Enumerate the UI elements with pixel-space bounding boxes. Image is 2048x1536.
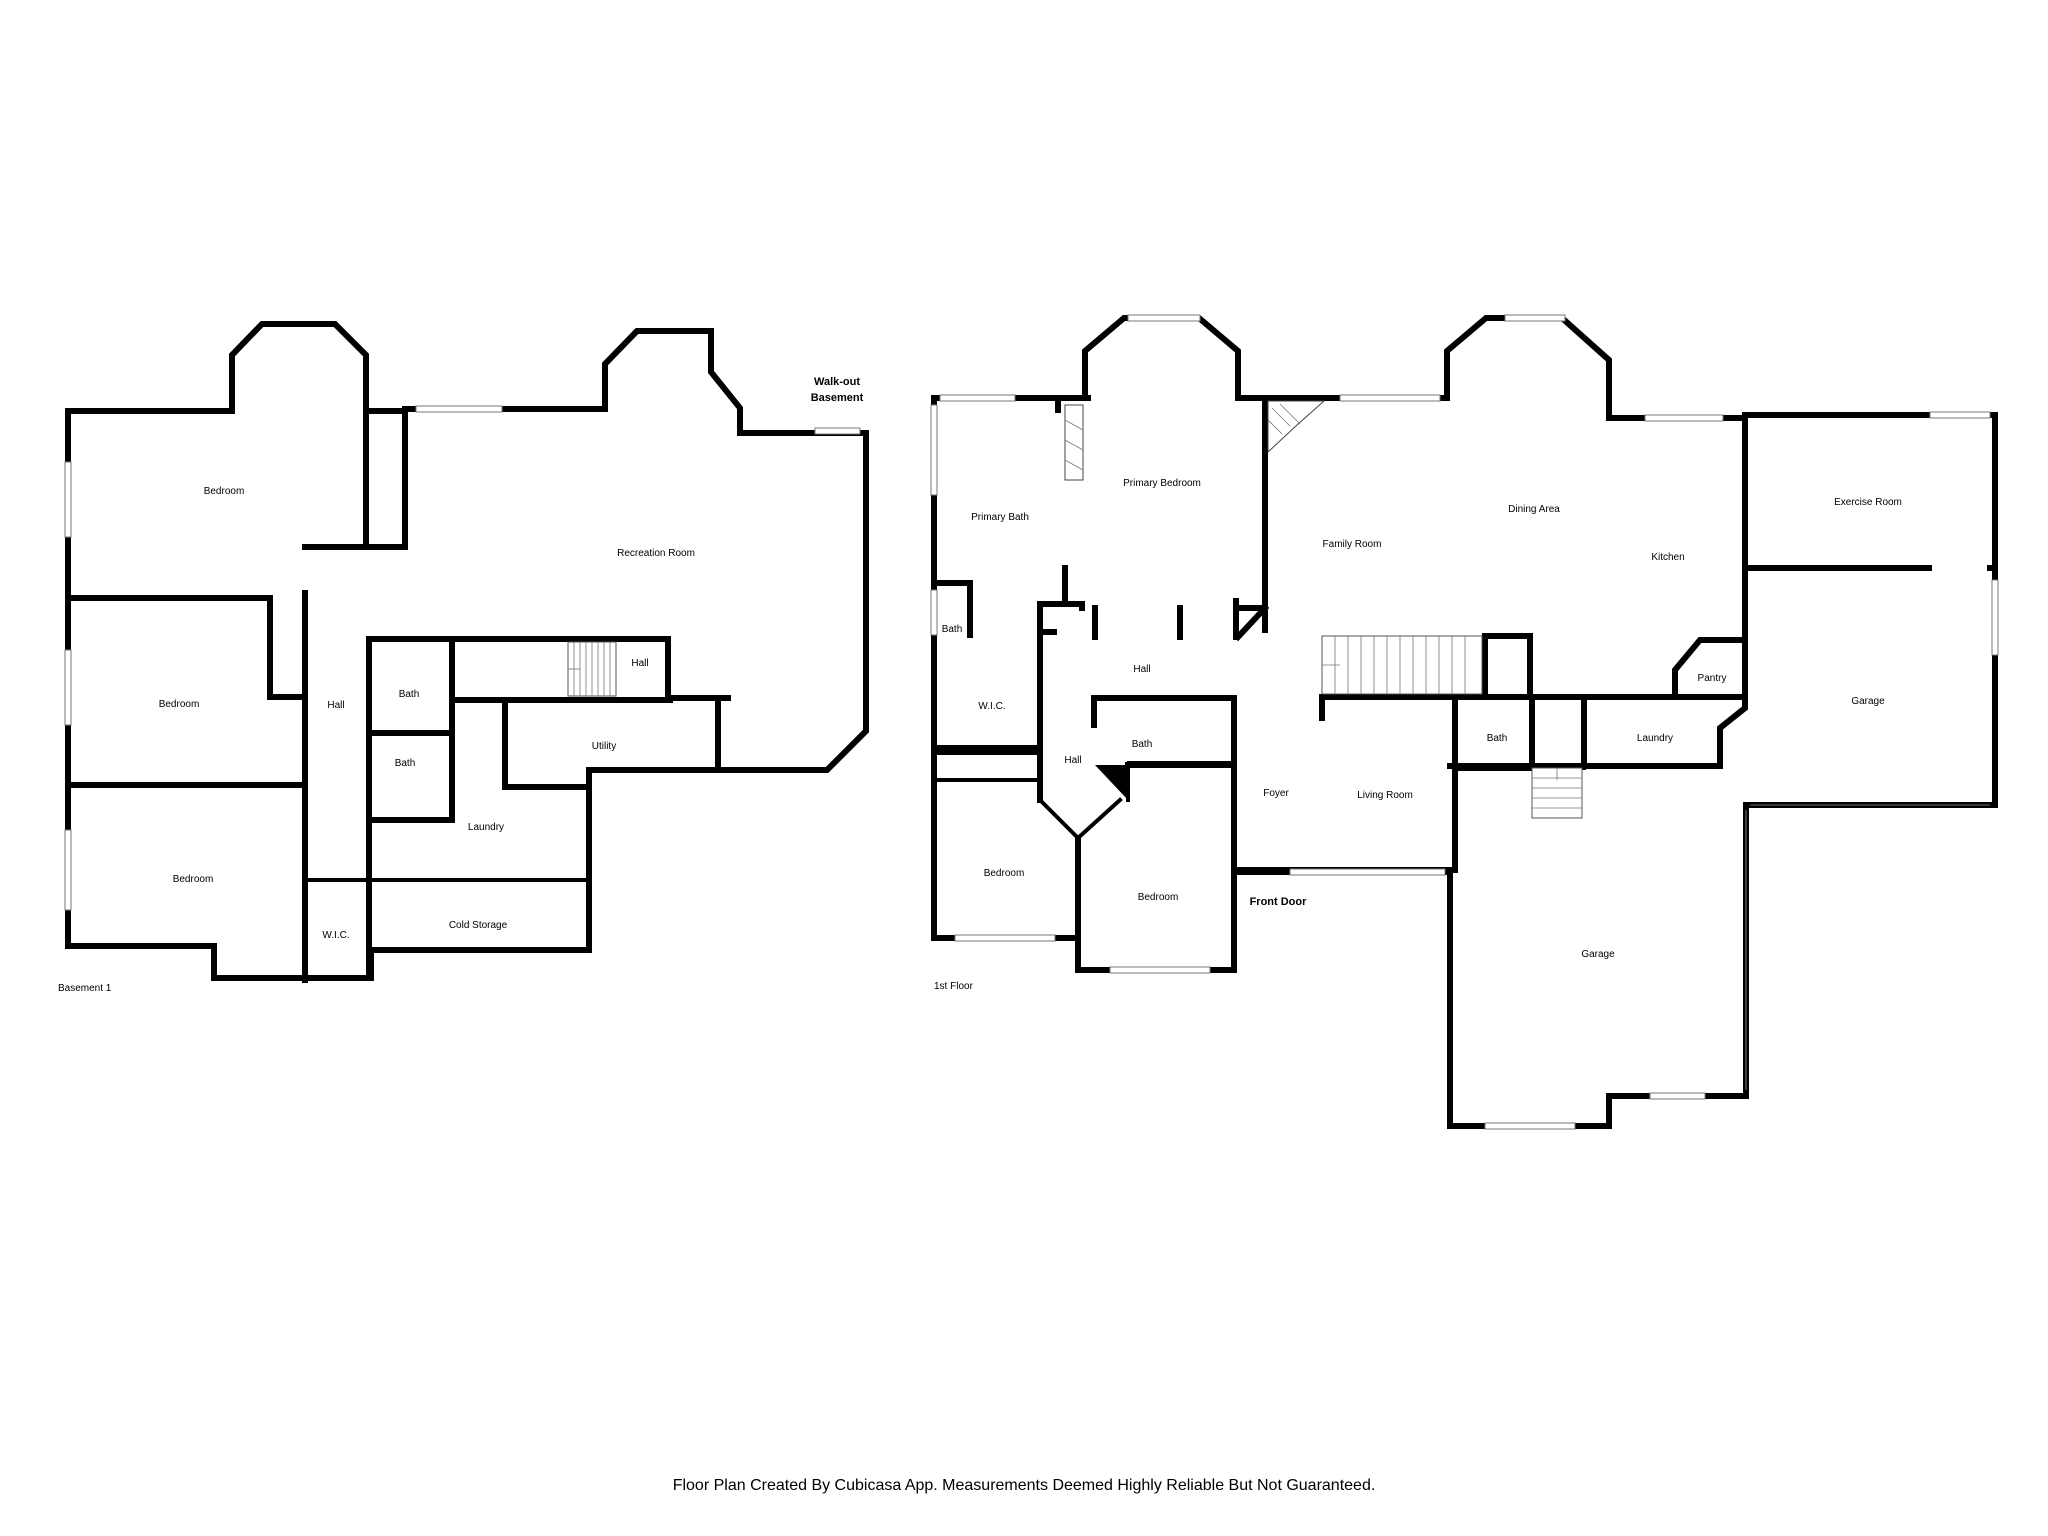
basement-wall-seg [452,636,671,701]
first-floor-bath-small-label: Bath [942,624,963,635]
cold-storage-label: Cold Storage [449,920,508,931]
first-floor-column [1095,765,1128,800]
basement-wall-seg [366,636,455,823]
first-floor-window [1484,1122,1576,1130]
first-floor-window [1127,314,1201,322]
primary-bath-label: Primary Bath [971,512,1029,523]
first-floor-hall-lower-label: Hall [1064,755,1081,766]
basement-bath-lower-label: Bath [395,758,416,769]
first-floor-wall-seg [1233,603,1270,642]
first-floor-bedroom-center-label: Bedroom [1138,892,1179,903]
basement-stair-hall-label: Hall [631,658,648,669]
garage-steps [1531,767,1583,819]
first-floor-window [1991,579,1999,656]
basement-window [64,461,72,538]
first-floor-wall-seg [931,580,973,638]
basement-window [64,649,72,726]
garage-main-label: Garage [1581,949,1615,960]
first-floor-window [930,404,938,496]
basement-wall-seg [502,697,592,790]
first-floor-wic-label: W.I.C. [978,701,1005,712]
basement-window [64,829,72,911]
first-floor-window [954,934,1056,942]
first-floor-outer-wall [1231,412,1998,1129]
first-floor-window [1339,394,1441,402]
first-floor-window [1929,411,1991,419]
first-floor-window [930,589,938,636]
basement-laundry-label: Laundry [468,822,504,833]
foyer-label: Foyer [1263,788,1289,799]
first-floor-window [1644,414,1724,422]
living-room-label: Living Room [1357,790,1413,801]
first-floor-label: 1st Floor [934,981,974,992]
first-floor-outer-wall [931,867,1237,973]
footer-disclaimer: Floor Plan Created By Cubicasa App. Meas… [672,1477,1376,1494]
basement-bedroom-middle-label: Bedroom [159,699,200,710]
basement-wall-seg [65,595,308,700]
basement-bedroom-bottom-label: Bedroom [173,874,214,885]
first-floor-outer-wall [931,395,1088,941]
first-floor-wall-seg [1482,633,1533,698]
basement-outer-wall [65,321,869,981]
first-floor-wall-seg [1452,694,1535,771]
first-floor-stairs [1321,635,1483,695]
basement-bath-upper-label: Bath [399,689,420,700]
walkout-note-line2: Basement [811,392,864,404]
first-floor-window [1289,868,1446,876]
utility-label: Utility [592,741,616,752]
walkout-note-line1: Walk-out [814,376,860,388]
basement-floor-label: Basement 1 [58,983,112,994]
primary-bedroom-fireplace [1064,404,1084,481]
recreation-room-label: Recreation Room [617,548,695,559]
primary-bedroom-label: Primary Bedroom [1123,478,1201,489]
first-floor-window [1109,966,1211,974]
first-floor-outer-wall [1082,315,1268,611]
first-floor-wall-seg [1672,637,1748,697]
kitchen-label: Kitchen [1651,552,1684,563]
first-floor-window [1504,314,1566,322]
front-door-note: Front Door [1250,896,1308,908]
garage-right-label: Garage [1851,696,1885,707]
first-floor-window [1649,1092,1706,1100]
first-floor-wall-seg [1037,605,1057,635]
first-floor-wall-seg [1447,412,1748,769]
family-room-label: Family Room [1323,539,1382,550]
pantry-label: Pantry [1698,673,1727,684]
first-floor-bath-garage-label: Bath [1487,733,1508,744]
first-floor-wall-seg [1037,797,1123,841]
exercise-room-label: Exercise Room [1834,497,1902,508]
first-floor-laundry-label: Laundry [1637,733,1673,744]
first-floor-bedroom-left-label: Bedroom [984,868,1025,879]
first-floor-wall-seg [1062,565,1085,611]
basement-wall-seg [302,406,418,550]
dining-area-label: Dining Area [1508,504,1560,515]
first-floor-wall-seg [1319,694,1488,721]
first-floor-plan: Primary Bath Primary Bedroom Family Room… [930,314,1999,1130]
basement-window [814,427,861,435]
basement-hall-label: Hall [327,700,344,711]
basement-bedroom-top-label: Bedroom [204,486,245,497]
first-floor-wall-seg [1581,694,1723,769]
basement-plan: Bedroom Bedroom Bedroom Recreation Room … [58,321,869,994]
basement-wic-label: W.I.C. [322,930,349,941]
basement-stairs [567,641,617,697]
first-floor-wall-seg [1091,695,1237,767]
first-floor-bath-center-label: Bath [1132,739,1153,750]
fireplace [1267,400,1326,454]
first-floor-hall-upper-label: Hall [1133,664,1150,675]
basement-window [415,405,503,413]
first-floor-window [939,394,1016,402]
